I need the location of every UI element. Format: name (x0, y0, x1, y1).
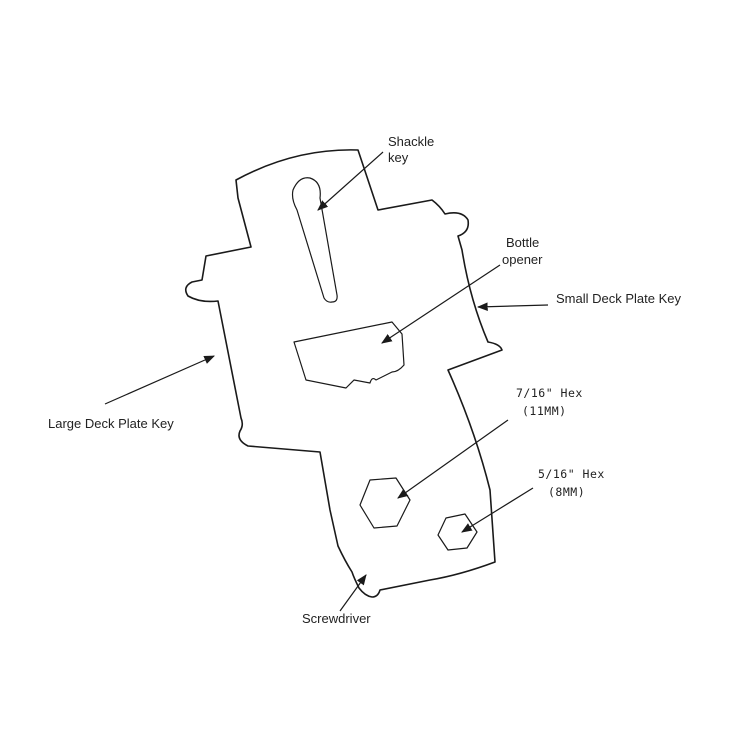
label-large-deck-plate-key: Large Deck Plate Key (48, 416, 174, 431)
label-bottle-opener-line1: Bottle (506, 235, 539, 250)
label-shackle-key-line1: Shackle (388, 134, 434, 149)
screwdriver-leader (339, 574, 367, 612)
label-hex-7-16: 7/16" Hex (11MM) (516, 386, 590, 418)
shackle-key-slot (291, 177, 338, 303)
label-bottle-opener: Bottle opener (502, 235, 543, 267)
label-bottle-opener-line2: opener (502, 252, 543, 267)
bottle-opener-cutout (293, 321, 405, 389)
hex-7-16-leader (397, 419, 509, 499)
label-small-deck-plate-key: Small Deck Plate Key (556, 291, 681, 306)
small-deck-plate-key-leader (476, 302, 549, 312)
label-screwdriver: Screwdriver (302, 611, 371, 626)
label-hex-7-16-line2: (11MM) (522, 404, 567, 418)
label-shackle-key: Shackle key (388, 134, 438, 165)
label-hex-5-16-line2: (8MM) (548, 485, 585, 499)
tool-outline (184, 149, 503, 598)
label-hex-7-16-line1: 7/16" Hex (516, 386, 583, 400)
label-hex-5-16-line1: 5/16" Hex (538, 467, 605, 481)
hex-5-16-cutout (437, 513, 478, 551)
hex-5-16-leader (461, 487, 534, 533)
bottle-opener-leader (381, 264, 501, 344)
large-deck-plate-key-leader (104, 355, 215, 405)
label-hex-5-16: 5/16" Hex (8MM) (538, 467, 612, 499)
hex-7-16-cutout (359, 477, 411, 529)
shackle-key-leader (317, 151, 384, 211)
label-shackle-key-line2: key (388, 150, 409, 165)
